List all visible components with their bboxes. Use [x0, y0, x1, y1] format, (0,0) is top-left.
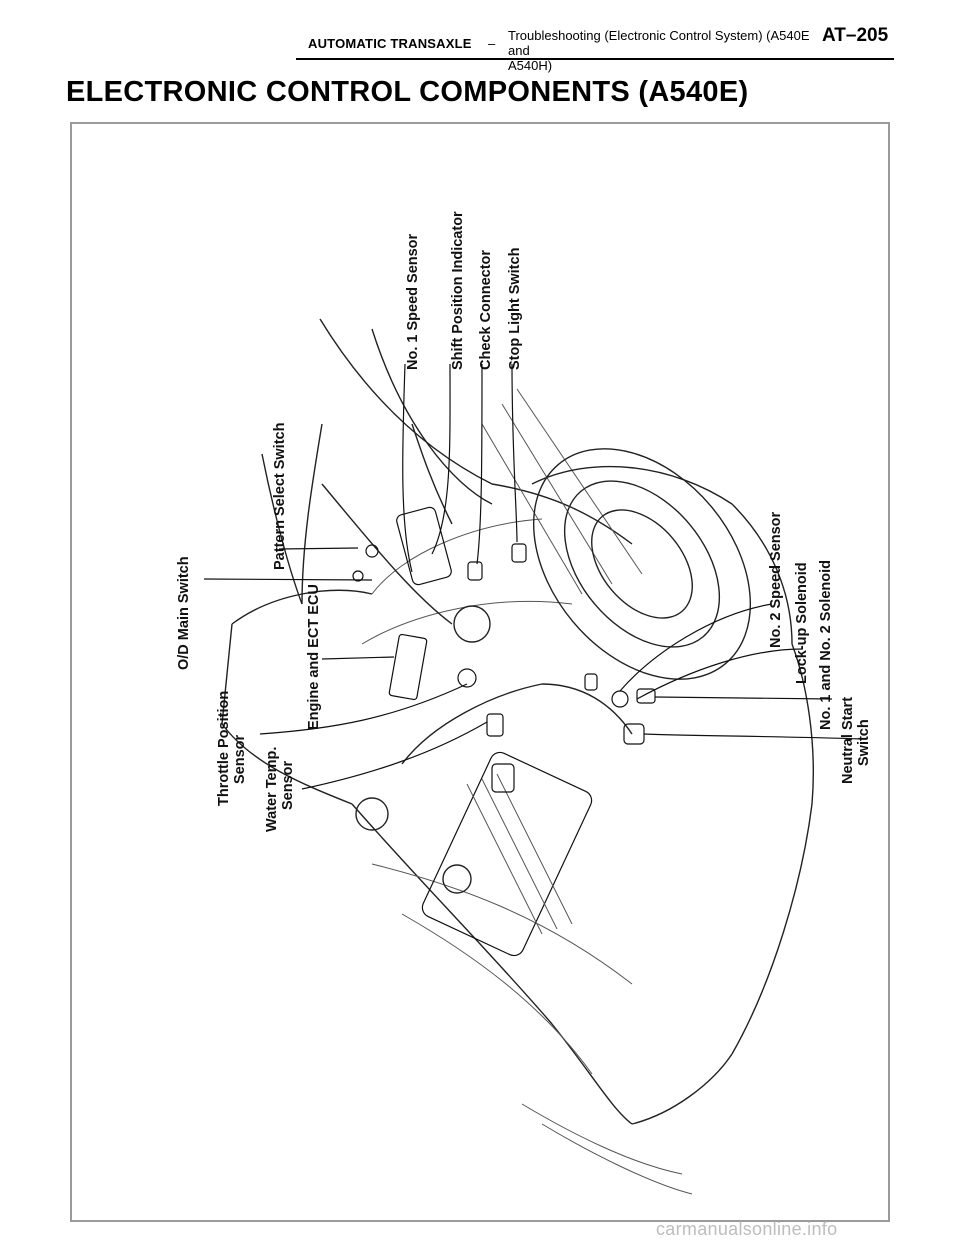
callout-pattern-select-switch: Pattern Select Switch: [272, 422, 288, 570]
header-topic: Troubleshooting (Electronic Control Syst…: [508, 28, 820, 73]
callout-no2-speed-sensor: No. 2 Speed Sensor: [768, 511, 784, 648]
header-page-number: AT–205: [822, 25, 889, 46]
callout-no1-speed-sensor: No. 1 Speed Sensor: [405, 233, 421, 370]
callout-od-main-switch: O/D Main Switch: [176, 556, 192, 670]
header-topic-line2: A540H): [508, 58, 553, 73]
header-rule: [296, 58, 894, 60]
callout-water-temp-sensor: Water Temp. Sensor: [264, 746, 296, 832]
header-section: AUTOMATIC TRANSAXLE: [308, 36, 472, 51]
header-topic-line1: Troubleshooting (Electronic Control Syst…: [508, 28, 810, 58]
page-title: ELECTRONIC CONTROL COMPONENTS (A540E): [66, 76, 749, 108]
vehicle-illustration: [203, 318, 863, 1195]
callout-lockup-solenoid: Lock-up Solenoid: [794, 562, 810, 684]
callout-stop-light-switch: Stop Light Switch: [507, 247, 523, 370]
callout-no1-no2-solenoid: No. 1 and No. 2 Solenoid: [818, 560, 834, 730]
watermark-text: carmanualsonline.info: [656, 1219, 838, 1239]
header-separator: –: [488, 36, 496, 51]
callout-shift-position-indicator: Shift Position Indicator: [450, 211, 466, 370]
callout-engine-ect-ecu: Engine and ECT ECU: [306, 584, 322, 730]
callout-check-connector: Check Connector: [478, 249, 494, 370]
component-diagram: No. 1 Speed Sensor Shift Position Indica…: [70, 122, 890, 1222]
callout-neutral-start-switch: Neutral Start Switch: [840, 696, 872, 784]
callout-throttle-position-sensor: Throttle Position Sensor: [216, 690, 248, 806]
